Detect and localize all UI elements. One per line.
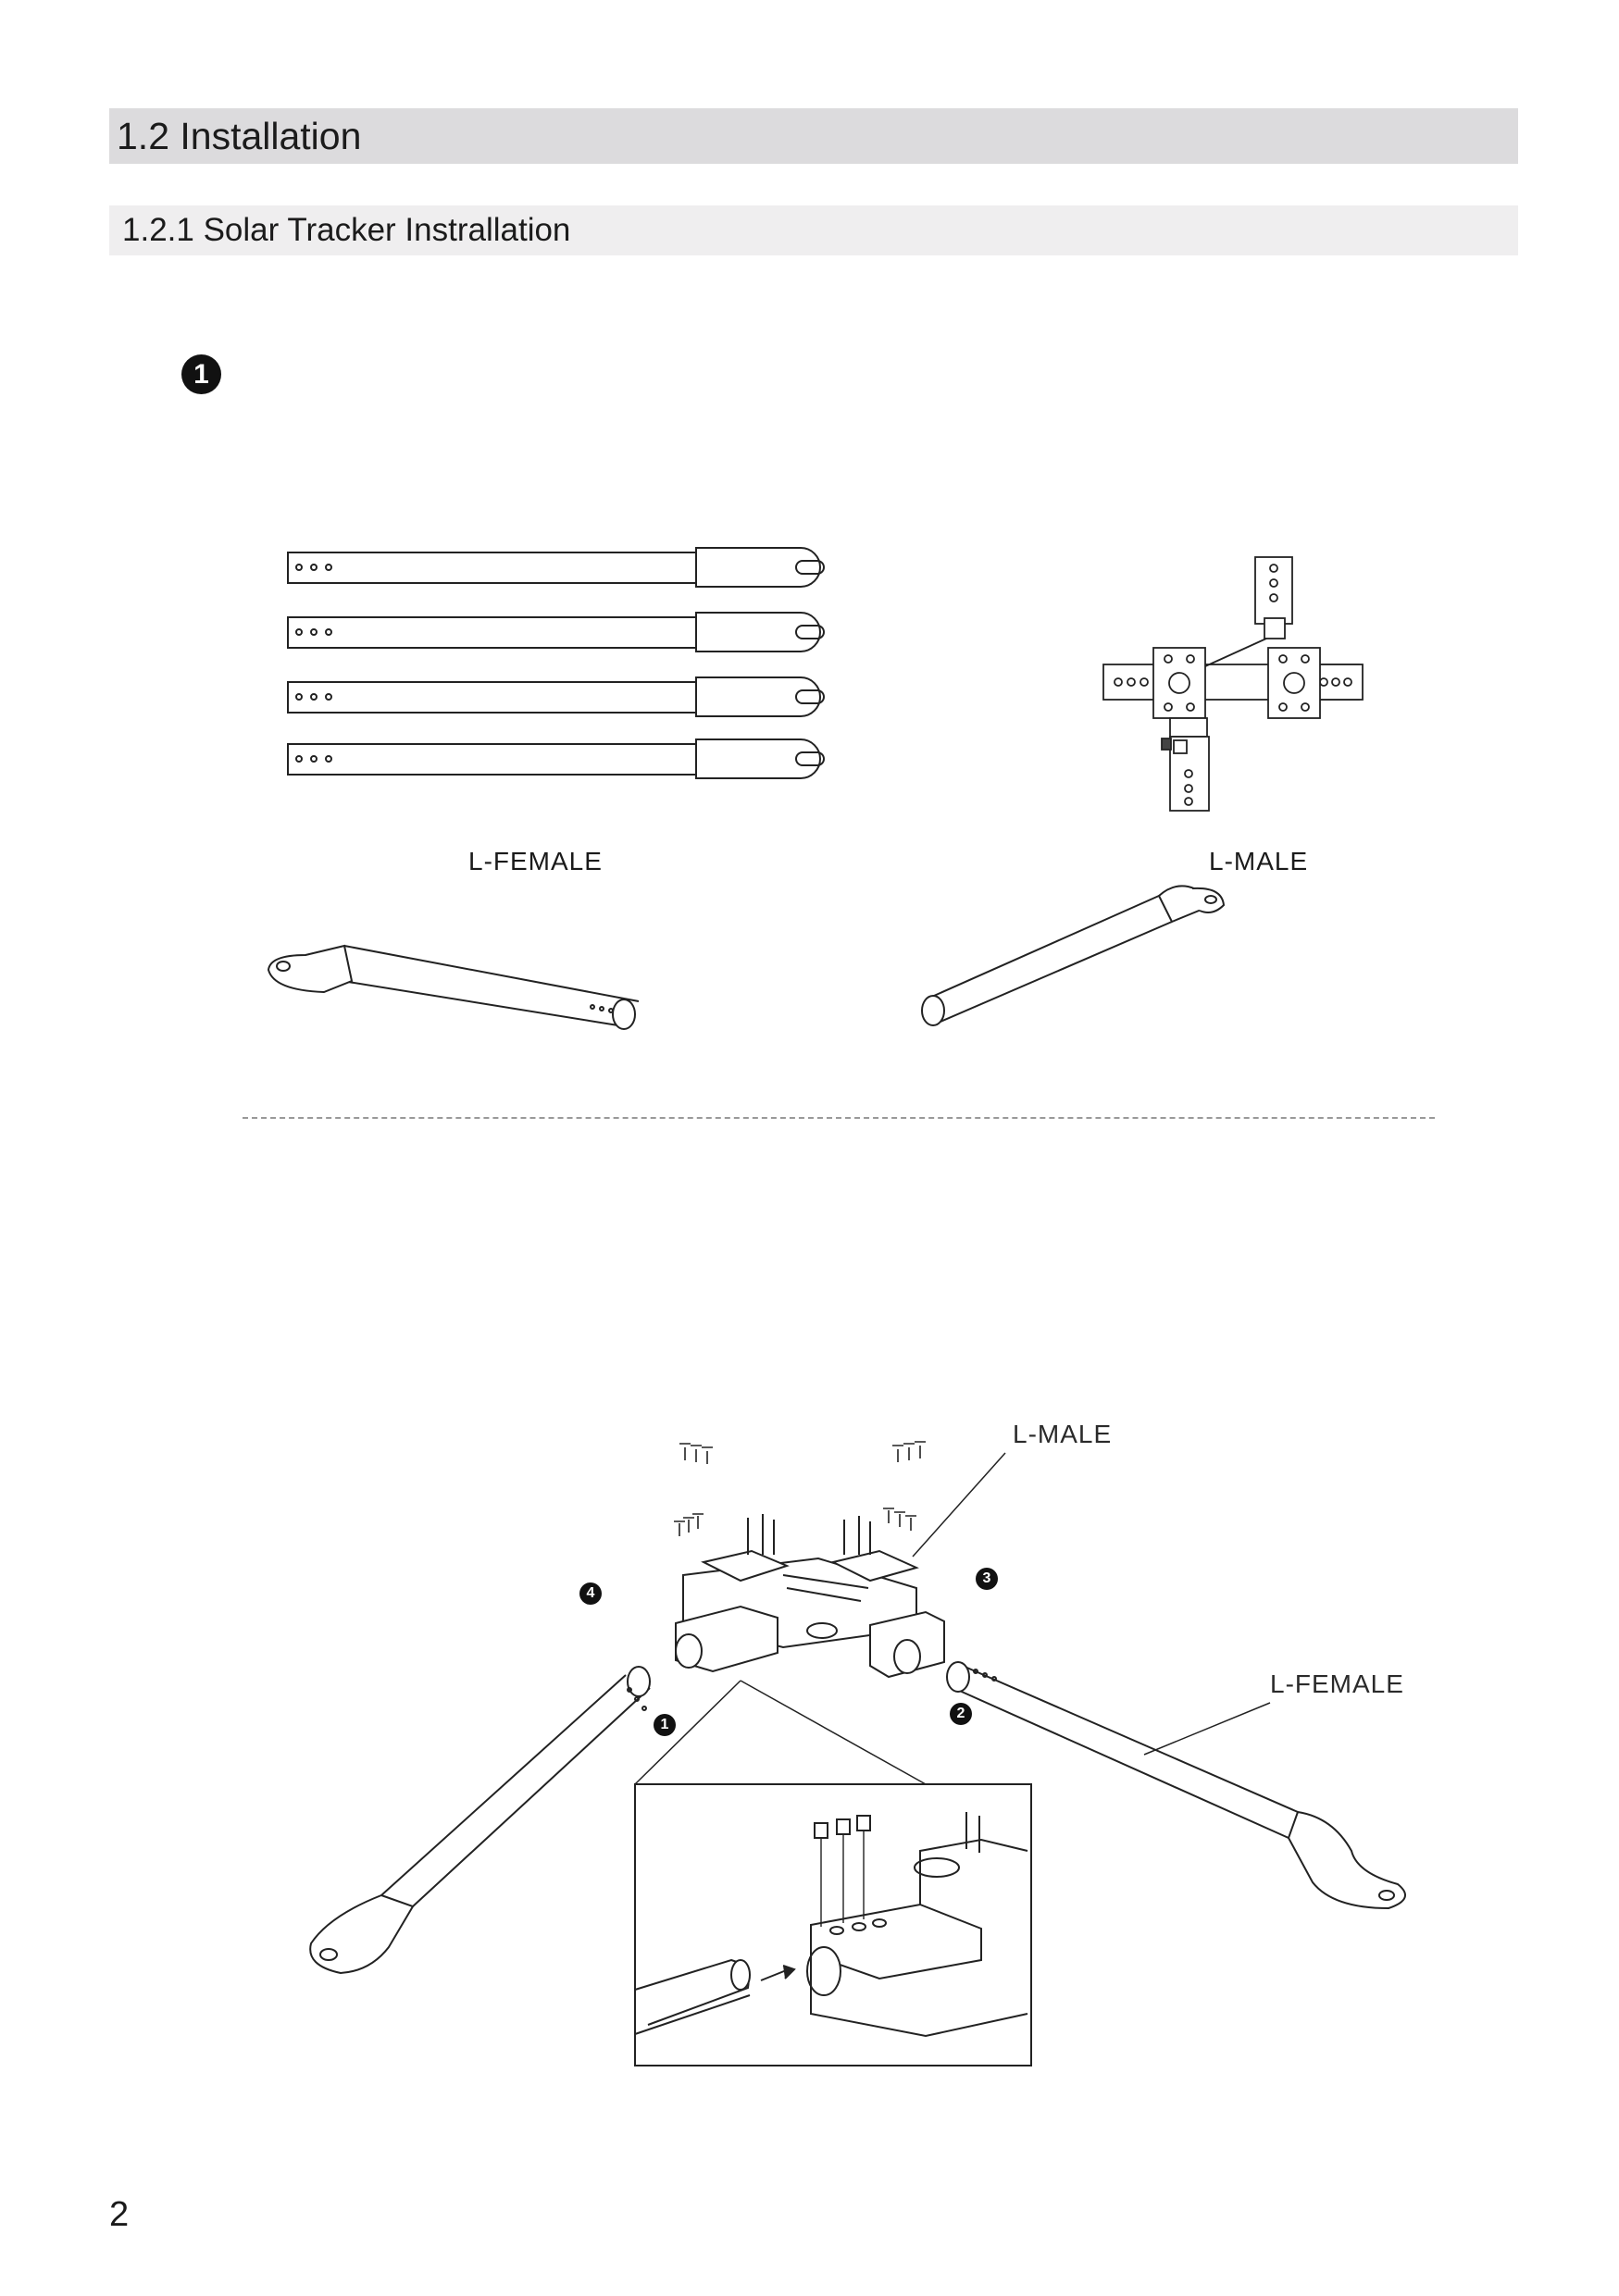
step-number-badge: 1 <box>181 354 221 394</box>
leader-line-female <box>1143 1702 1271 1756</box>
male-bracket <box>1102 556 1364 812</box>
central-hub <box>675 1514 945 1679</box>
female-tube <box>287 612 825 652</box>
callout-arm-2: 2 <box>950 1703 972 1725</box>
arm-4 <box>267 944 640 1030</box>
female-tube <box>287 547 825 588</box>
section-divider <box>243 1117 1435 1119</box>
screws <box>674 1441 926 1536</box>
female-tube <box>287 676 825 717</box>
section-heading: 1.2 Installation <box>109 108 1518 164</box>
callout-arm-3: 3 <box>976 1568 998 1590</box>
callout-arm-4: 4 <box>579 1582 602 1605</box>
page-number: 2 <box>109 2195 130 2234</box>
subsection-heading: 1.2.1 Solar Tracker Instrallation <box>109 205 1518 255</box>
detail-inset <box>634 1783 1032 2066</box>
male-part-label: L-MALE <box>1209 847 1309 875</box>
leader-line-male <box>912 1452 1006 1558</box>
arm-1 <box>309 1666 651 1975</box>
arm-2 <box>946 1661 1406 1910</box>
section-title: 1.2 Installation <box>117 115 362 157</box>
callout-arm-1: 1 <box>654 1714 676 1736</box>
female-part-label: L-FEMALE <box>468 847 603 875</box>
diagram-female-label: L-FEMALE <box>1270 1669 1404 1698</box>
diagram-male-label: L-MALE <box>1013 1420 1113 1448</box>
female-tube <box>287 738 825 779</box>
subsection-title: 1.2.1 Solar Tracker Instrallation <box>122 212 571 248</box>
arm-3 <box>921 885 1226 1026</box>
